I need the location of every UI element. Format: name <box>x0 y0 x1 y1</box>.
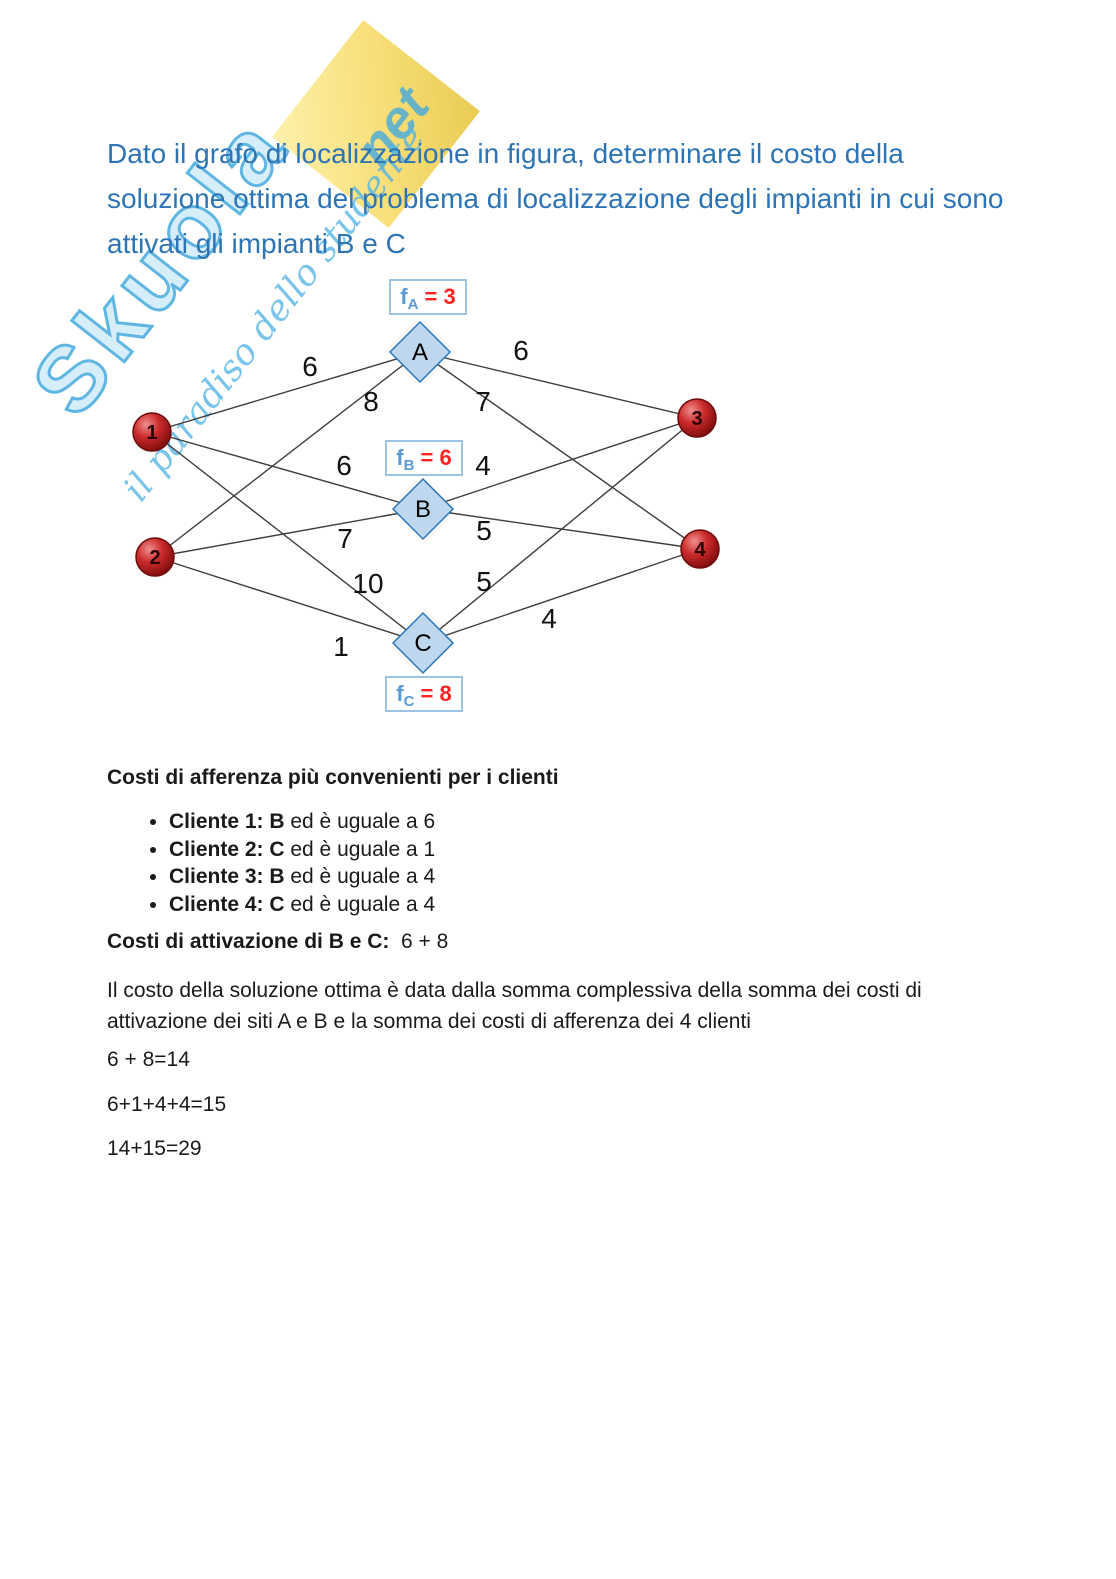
client-node-2 <box>135 537 175 577</box>
edge-A-4 <box>419 351 701 550</box>
list-item-client-4: Cliente 4: C ed è uguale a 4 <box>169 891 435 919</box>
edge-A-3 <box>419 351 698 419</box>
client-node-1 <box>132 412 172 452</box>
facility-cost-box-B <box>385 440 463 476</box>
facility-node-C <box>391 611 455 675</box>
afferenza-heading: Costi di afferenza più convenienti per i… <box>107 766 559 789</box>
edge-weight-1-C: 10 <box>352 568 383 599</box>
client-label-3: 3 <box>691 408 702 430</box>
edge-1-A <box>151 351 421 433</box>
facility-node-B <box>391 477 455 541</box>
client-label-2: 2 <box>149 547 160 569</box>
edge-weight-1-B: 6 <box>336 450 352 481</box>
client-3-label: Cliente 3: B <box>169 865 285 888</box>
edge-weight-B-3: 4 <box>475 450 491 481</box>
client-node-4 <box>680 529 720 569</box>
edge-weight-B-4: 5 <box>476 515 492 546</box>
edge-1-B <box>151 431 424 510</box>
facility-cost-box-C <box>385 676 463 712</box>
client-4-text: ed è uguale a 4 <box>284 892 436 916</box>
facility-label-B: B <box>415 496 431 523</box>
client-cost-list: Cliente 1: B ed è uguale a 6 Cliente 2: … <box>107 808 435 918</box>
edge-C-3 <box>422 417 698 644</box>
edge-weight-C-4: 4 <box>541 603 557 634</box>
attivazione-label: Costi di attivazione di B e C: <box>107 930 390 953</box>
edge-2-B <box>154 508 424 558</box>
calc-line-1: 6 + 8=14 <box>107 1048 190 1071</box>
edge-weight-2-A: 8 <box>363 386 379 417</box>
edge-weight-A-4: 7 <box>475 386 491 417</box>
client-label-1: 1 <box>146 422 157 444</box>
edge-weight-2-C: 1 <box>333 631 349 662</box>
edge-weight-A-3: 6 <box>513 335 529 366</box>
edge-2-C <box>154 556 424 644</box>
facility-cost-A: fA = 3 <box>400 284 455 313</box>
facility-cost-C: fC = 8 <box>396 681 451 710</box>
facility-cost-B: fB = 6 <box>396 445 451 474</box>
facility-label-C: C <box>414 630 431 657</box>
calc-line-3: 14+15=29 <box>107 1137 202 1160</box>
edge-2-A <box>154 351 421 558</box>
client-2-text: ed è uguale a 1 <box>284 837 436 861</box>
facility-label-A: A <box>412 339 428 366</box>
client-label-4: 4 <box>694 539 706 561</box>
attivazione-line: Costi di attivazione di B e C: 6 + 8 <box>107 930 448 954</box>
attivazione-value: 6 + 8 <box>389 930 449 953</box>
facility-cost-box-A <box>389 279 467 315</box>
client-1-label: Cliente 1: B <box>169 810 285 833</box>
edge-weight-2-B: 7 <box>337 523 353 554</box>
list-item-client-3: Cliente 3: B ed è uguale a 4 <box>169 863 435 891</box>
list-item-client-2: Cliente 2: C ed è uguale a 1 <box>169 836 435 864</box>
page-title: Dato il grafo di localizzazione in figur… <box>107 138 1004 259</box>
facility-node-A <box>388 320 452 384</box>
solution-paragraph: Il costo della soluzione ottima è data d… <box>107 979 922 1033</box>
client-1-text: ed è uguale a 6 <box>284 810 436 833</box>
edge-weight-C-3: 5 <box>476 566 492 597</box>
client-4-label: Cliente 4: C <box>169 892 285 916</box>
client-node-3 <box>677 398 717 438</box>
edge-B-3 <box>422 417 698 510</box>
list-item-client-1: Cliente 1: B ed è uguale a 6 <box>169 808 435 836</box>
client-3-text: ed è uguale a 4 <box>284 865 436 888</box>
edge-weight-1-A: 6 <box>302 351 318 382</box>
client-2-label: Cliente 2: C <box>169 837 285 861</box>
calc-line-2: 6+1+4+4=15 <box>107 1093 227 1116</box>
edge-1-C <box>151 431 424 644</box>
edge-C-4 <box>422 548 701 644</box>
